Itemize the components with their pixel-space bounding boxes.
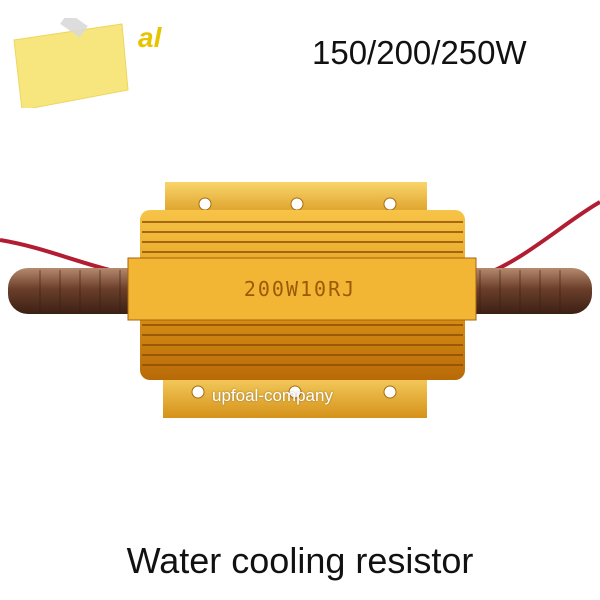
resistor-marking: 200W10RJ (244, 277, 356, 301)
resistor-center-band (127, 257, 477, 321)
power-rating: 150/200/250W (312, 34, 527, 71)
watermark: upfoal-company (212, 386, 333, 405)
caption: Water cooling resistor (126, 540, 474, 581)
resistor-photo: 200W10RJ (0, 182, 600, 418)
copper-tube-right (440, 268, 592, 314)
sticky-note-logo (13, 18, 129, 108)
logo-text: al (138, 22, 162, 53)
